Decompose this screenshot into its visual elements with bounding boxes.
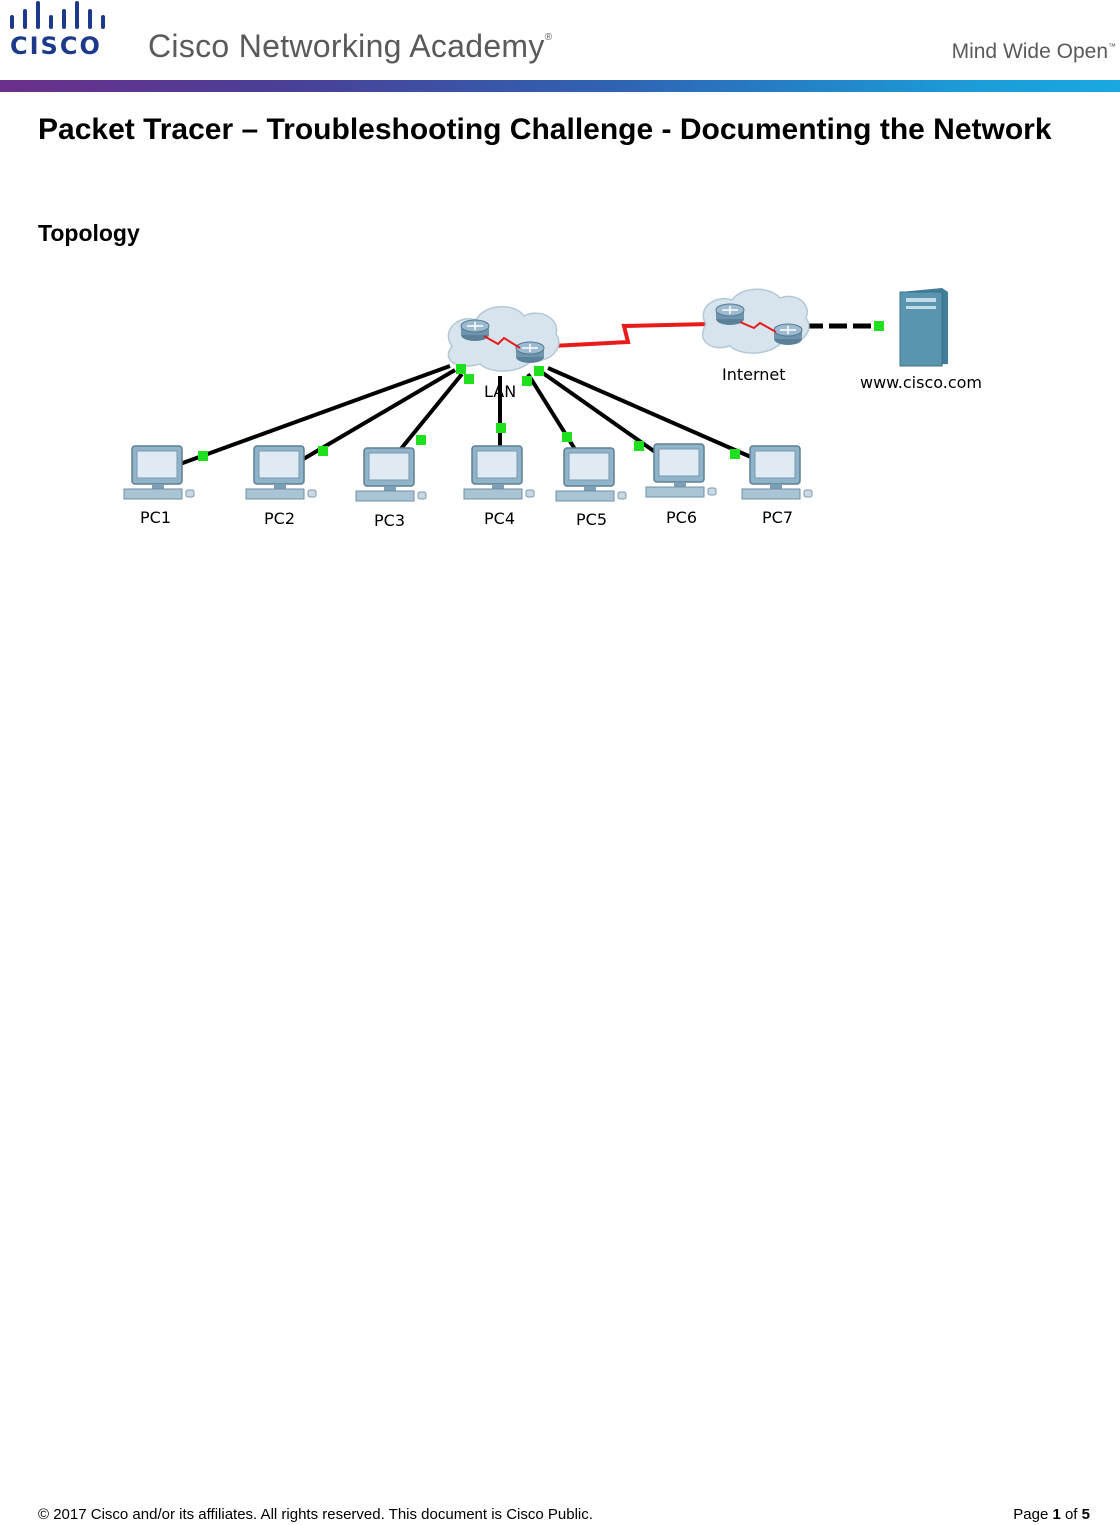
section-heading-topology: Topology bbox=[38, 220, 140, 246]
pc-label-4: PC4 bbox=[484, 509, 515, 528]
pc5-icon bbox=[555, 447, 627, 502]
lan-cloud bbox=[447, 305, 560, 372]
cisco-logo-bars-icon bbox=[10, 1, 105, 29]
page-header: CISCO Cisco Networking Academy® Mind Wid… bbox=[0, 0, 1120, 92]
pc2-icon bbox=[245, 445, 317, 500]
pc7-icon bbox=[741, 445, 813, 500]
pc-label-3: PC3 bbox=[374, 511, 405, 530]
network-topology-diagram: LAN Internet www.cisco.com PC1 PC2 PC3 P… bbox=[123, 288, 982, 530]
pc-label-7: PC7 bbox=[762, 508, 793, 527]
trademark-mark: ™ bbox=[1108, 42, 1116, 51]
page-prefix: Page bbox=[1013, 1506, 1053, 1523]
link-status-lights bbox=[198, 321, 884, 461]
header-gradient-bar bbox=[0, 80, 1120, 92]
footer-copyright: © 2017 Cisco and/or its affiliates. All … bbox=[38, 1506, 593, 1523]
document-title: Packet Tracer – Troubleshooting Challeng… bbox=[38, 113, 1052, 146]
cisco-logo-word: CISCO bbox=[10, 32, 102, 60]
serial-link bbox=[551, 322, 711, 348]
pc-label-2: PC2 bbox=[264, 509, 295, 528]
academy-title-text: Cisco Networking Academy bbox=[148, 28, 545, 64]
pc-icons bbox=[123, 443, 813, 502]
pc-label-6: PC6 bbox=[666, 508, 697, 527]
pc4-icon bbox=[463, 445, 535, 500]
server-icon bbox=[899, 288, 948, 367]
tagline-text: Mind Wide Open bbox=[951, 40, 1108, 63]
academy-title: Cisco Networking Academy® bbox=[148, 28, 552, 65]
tagline: Mind Wide Open™ bbox=[952, 40, 1116, 64]
server-label: www.cisco.com bbox=[860, 373, 982, 392]
footer-page-number: Page 1 of 5 bbox=[1013, 1506, 1090, 1523]
page-current: 1 bbox=[1052, 1506, 1061, 1523]
pc3-icon bbox=[355, 447, 427, 502]
pc-label-5: PC5 bbox=[576, 510, 607, 529]
pc-label-1: PC1 bbox=[140, 508, 171, 527]
pc1-icon bbox=[123, 445, 195, 500]
pc6-icon bbox=[645, 443, 717, 498]
internet-cloud bbox=[701, 288, 810, 354]
registered-mark: ® bbox=[544, 32, 553, 43]
internet-label: Internet bbox=[722, 365, 786, 384]
lan-label: LAN bbox=[484, 382, 516, 401]
page-of: of bbox=[1060, 1506, 1082, 1523]
page-total: 5 bbox=[1081, 1506, 1090, 1523]
